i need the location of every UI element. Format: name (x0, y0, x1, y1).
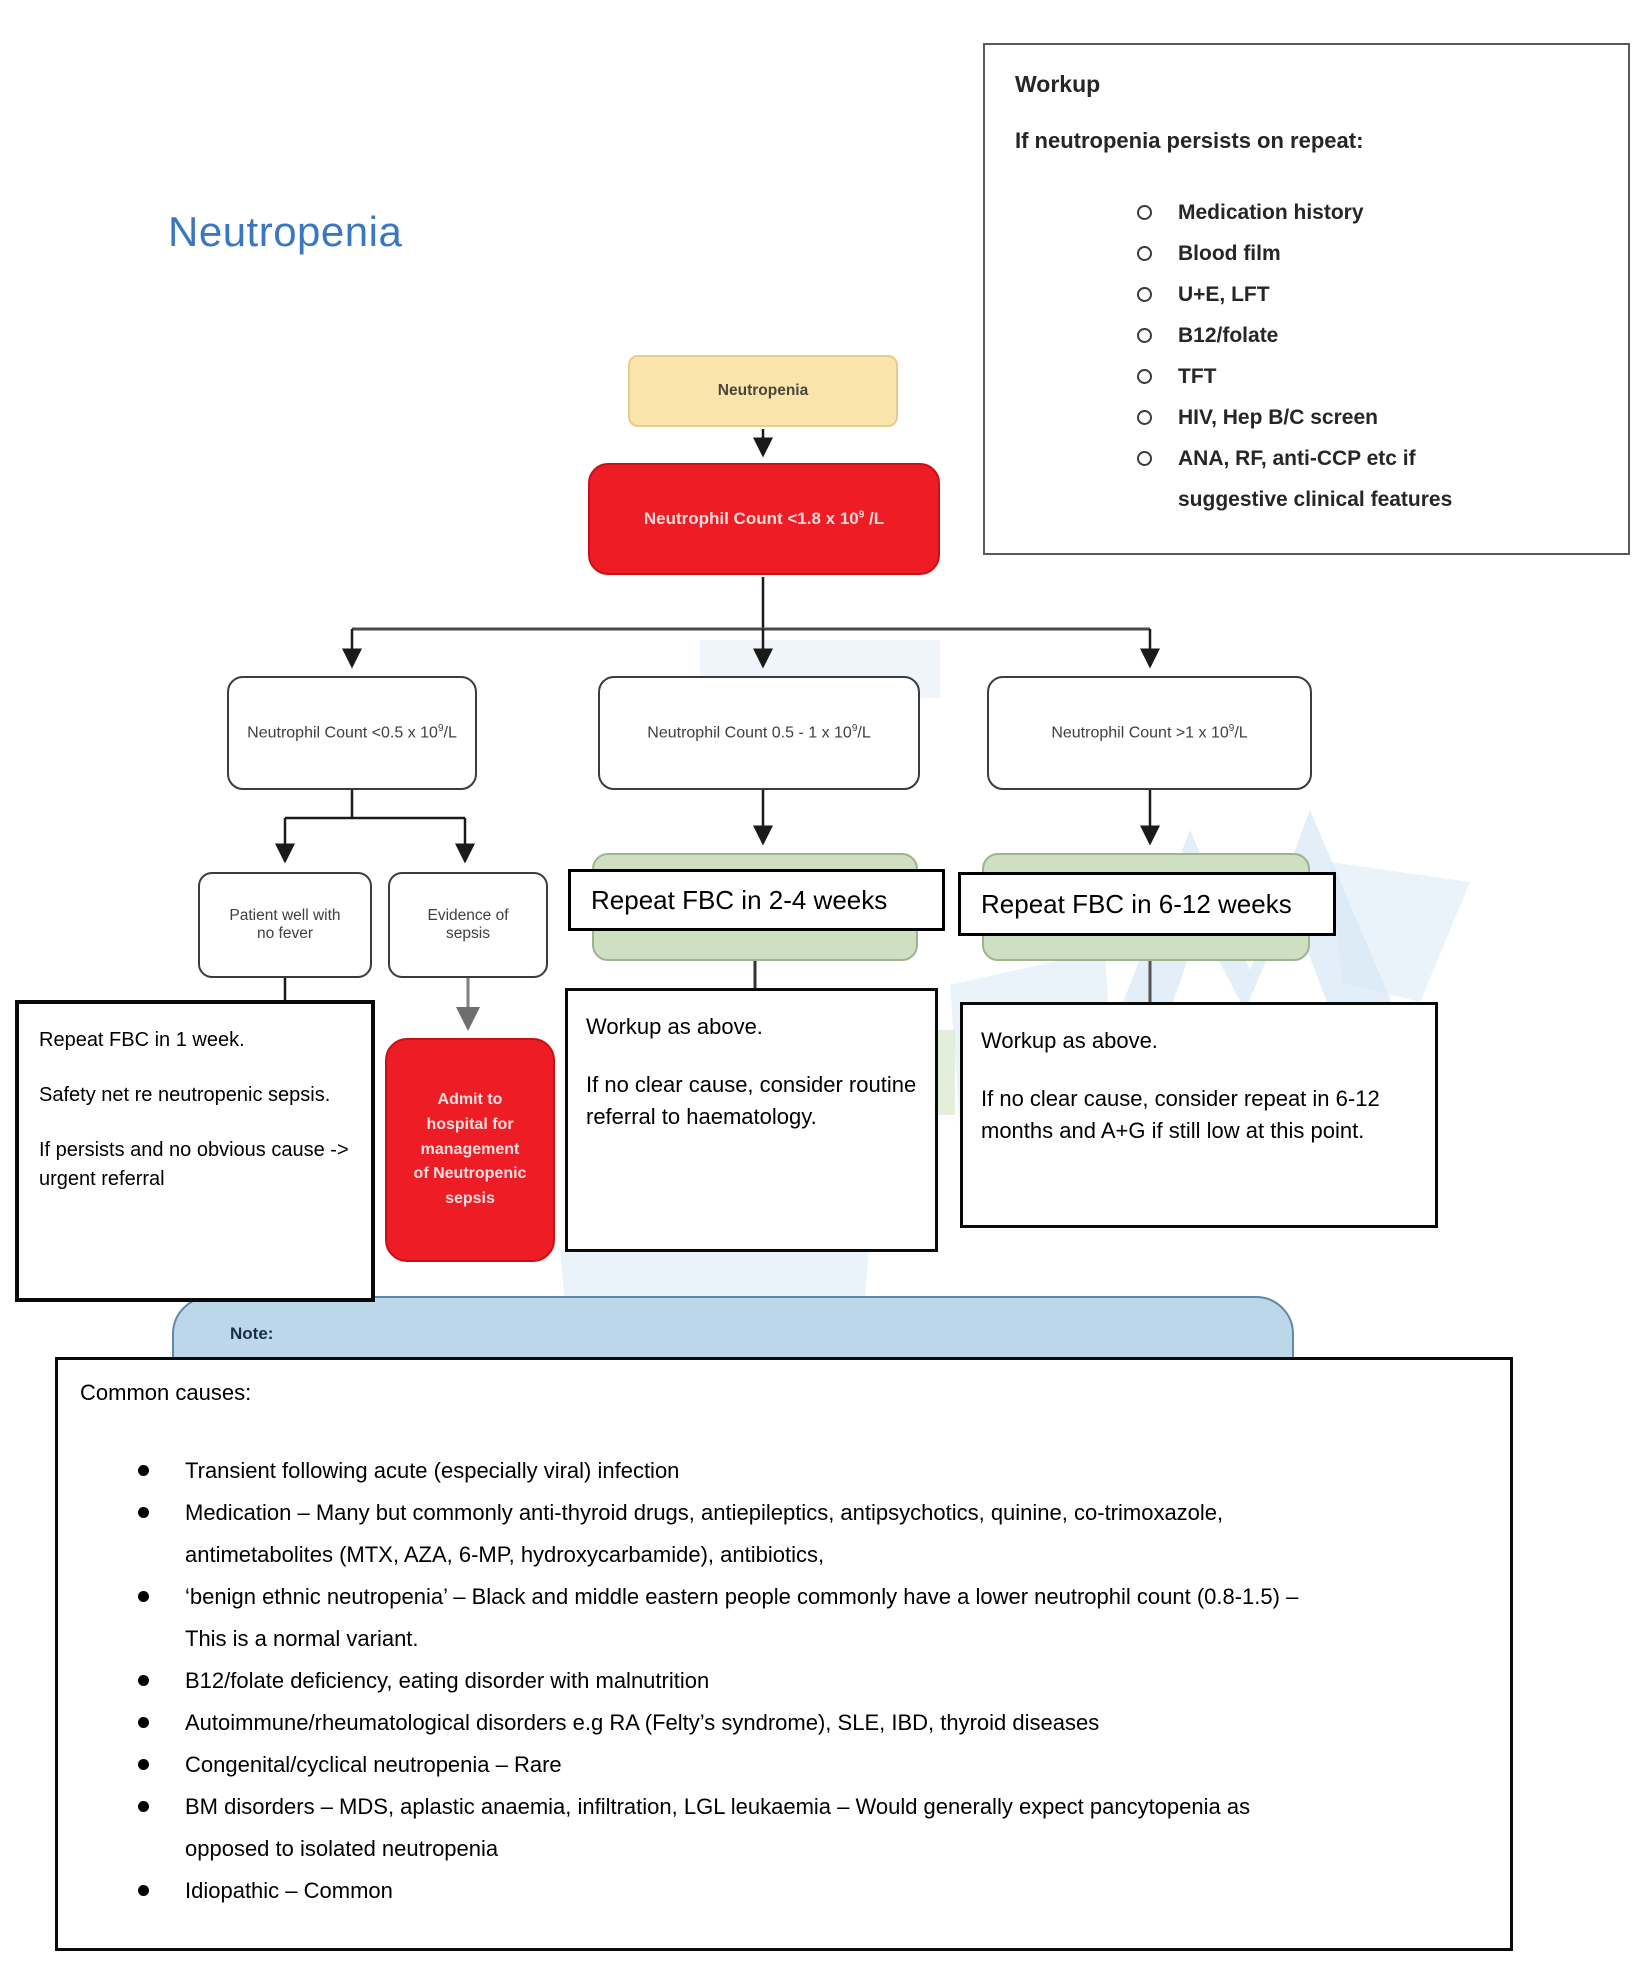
workup-item: Medication history (1137, 192, 1598, 233)
cause-item: Medication – Many but commonly anti-thyr… (78, 1492, 1490, 1576)
circle-bullet-icon (1137, 287, 1152, 302)
well-advice-box: Repeat FBC in 1 week. Safety net re neut… (15, 1000, 375, 1302)
mid-advice-p1: Workup as above. (586, 1014, 763, 1039)
cause-item: ‘benign ethnic neutropenia’ – Black and … (78, 1576, 1490, 1660)
cause-item: BM disorders – MDS, aplastic anaemia, in… (78, 1786, 1490, 1870)
disc-bullet-icon (138, 1675, 149, 1686)
flow-node-patient-well: Patient well with no fever (198, 872, 372, 978)
cause-item: B12/folate deficiency, eating disorder w… (78, 1660, 1490, 1702)
well-advice-p3: If persists and no obvious cause -> urge… (39, 1139, 349, 1190)
circle-bullet-icon (1137, 369, 1152, 384)
high-advice-p1: Workup as above. (981, 1028, 1158, 1053)
well-advice-p2: Safety net re neutropenic sepsis. (39, 1084, 331, 1106)
cause-item: Congenital/cyclical neutropenia – Rare (78, 1744, 1490, 1786)
note-label: Note: (230, 1324, 274, 1343)
disc-bullet-icon (138, 1717, 149, 1728)
circle-bullet-icon (1137, 205, 1152, 220)
workup-item: ANA, RF, anti-CCP etc if suggestive clin… (1137, 438, 1598, 520)
workup-list: Medication history Blood film U+E, LFT B… (1015, 192, 1598, 520)
flow-node-count-below-0-5: Neutrophil Count <0.5 x 109/L (227, 676, 477, 790)
disc-bullet-icon (138, 1759, 149, 1770)
workup-panel-intro: If neutropenia persists on repeat: (1015, 128, 1364, 153)
circle-bullet-icon (1137, 410, 1152, 425)
common-causes-list: Transient following acute (especially vi… (78, 1450, 1490, 1912)
workup-panel: Workup If neutropenia persists on repeat… (983, 43, 1630, 555)
workup-item: Blood film (1137, 233, 1598, 274)
workup-panel-title: Workup (1015, 71, 1101, 97)
page-title: Neutropenia (168, 208, 403, 255)
flow-node-evidence-of-sepsis: Evidence of sepsis (388, 872, 548, 978)
well-advice-p1: Repeat FBC in 1 week. (39, 1029, 245, 1051)
circle-bullet-icon (1137, 246, 1152, 261)
mid-advice-box: Workup as above. If no clear cause, cons… (565, 988, 938, 1252)
circle-bullet-icon (1137, 451, 1152, 466)
flow-node-neutropenia-start: Neutropenia (628, 355, 898, 427)
cause-item: Idiopathic – Common (78, 1870, 1490, 1912)
cause-item: Transient following acute (especially vi… (78, 1450, 1490, 1492)
workup-item: TFT (1137, 356, 1598, 397)
workup-item: B12/folate (1137, 315, 1598, 356)
mid-advice-p2: If no clear cause, consider routine refe… (586, 1071, 917, 1129)
disc-bullet-icon (138, 1465, 149, 1476)
high-advice-box: Workup as above. If no clear cause, cons… (960, 1002, 1438, 1228)
disc-bullet-icon (138, 1507, 149, 1518)
flow-node-count-below-1-8: Neutrophil Count <1.8 x 109 /L (588, 463, 940, 575)
repeat-fbc-2-4-weeks-label: Repeat FBC in 2-4 weeks (568, 869, 945, 931)
high-advice-p2: If no clear cause, consider repeat in 6-… (981, 1085, 1380, 1143)
common-causes-panel: Common causes: Transient following acute… (55, 1357, 1513, 1951)
workup-item: HIV, Hep B/C screen (1137, 397, 1598, 438)
flow-node-count-0-5-to-1: Neutrophil Count 0.5 - 1 x 109/L (598, 676, 920, 790)
common-causes-title: Common causes: (80, 1380, 252, 1405)
disc-bullet-icon (138, 1591, 149, 1602)
flow-node-count-above-1: Neutrophil Count >1 x 109/L (987, 676, 1312, 790)
flow-node-admit-hospital: Admit to hospital for management of Neut… (385, 1038, 555, 1262)
circle-bullet-icon (1137, 328, 1152, 343)
cause-item: Autoimmune/rheumatological disorders e.g… (78, 1702, 1490, 1744)
repeat-fbc-6-12-weeks-label: Repeat FBC in 6-12 weeks (958, 872, 1336, 936)
workup-item: U+E, LFT (1137, 274, 1598, 315)
disc-bullet-icon (138, 1885, 149, 1896)
disc-bullet-icon (138, 1801, 149, 1812)
